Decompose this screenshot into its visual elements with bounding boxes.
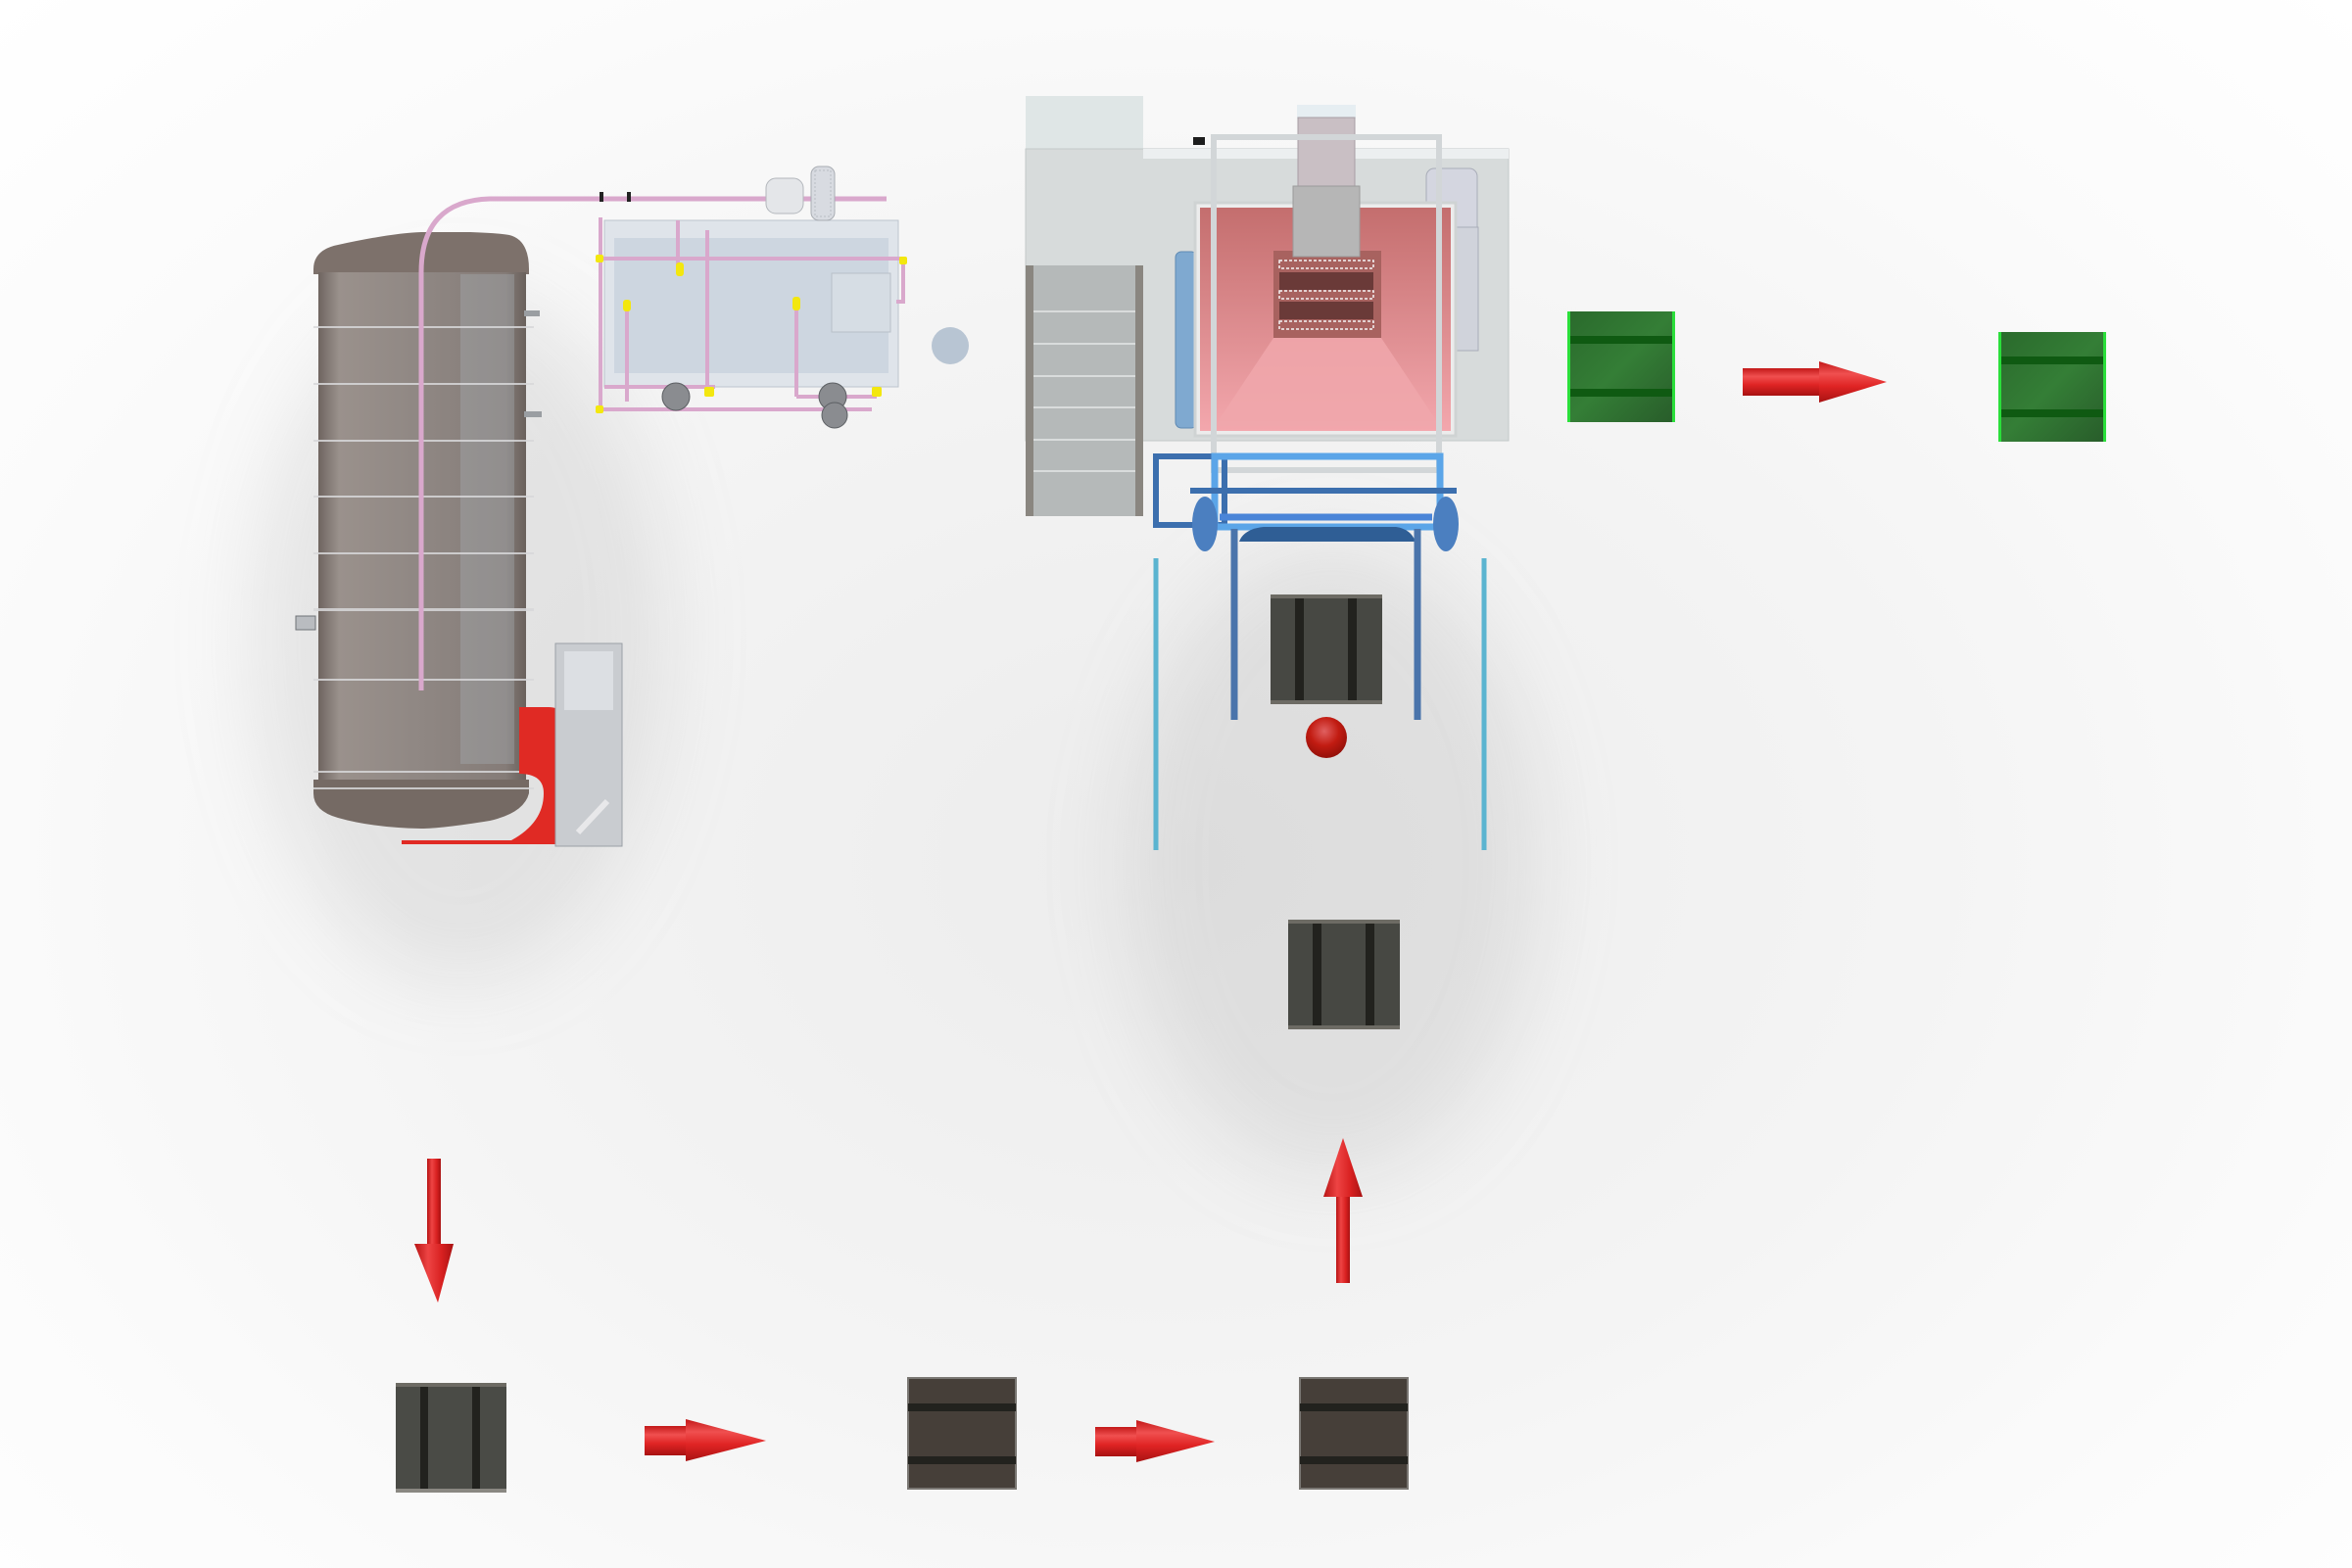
gearbox-right xyxy=(1456,226,1479,352)
pallet-dark xyxy=(1288,920,1400,1029)
black-probe xyxy=(600,192,603,202)
tank-nozzle xyxy=(524,411,542,417)
blower-fan-ribs xyxy=(814,169,832,217)
pump-valves xyxy=(661,382,848,429)
red-stand xyxy=(402,707,566,844)
red-indicator-light xyxy=(1306,717,1347,758)
chamber-floor xyxy=(1215,338,1440,426)
black-probe xyxy=(627,192,631,202)
pipe-fittings xyxy=(596,255,907,413)
arrow-head xyxy=(414,1244,454,1303)
press-column xyxy=(1297,117,1356,187)
tank-nozzle xyxy=(524,310,540,316)
cart-wheel-right xyxy=(1433,497,1459,551)
arrow-shaft xyxy=(1336,1195,1350,1283)
arrow-up xyxy=(1323,1138,1363,1283)
shredder-blades xyxy=(1278,260,1374,330)
pallet-dark xyxy=(396,1383,506,1493)
cart-frame xyxy=(1153,452,1459,720)
arrow-head xyxy=(1819,361,1887,403)
blower-motor xyxy=(765,177,804,214)
motor-link xyxy=(575,798,610,835)
arrow-shaft xyxy=(1743,368,1821,396)
arrow-shaft xyxy=(645,1426,688,1455)
arrow-right xyxy=(1095,1420,1215,1462)
pallet-green xyxy=(1998,332,2106,442)
motor-fins xyxy=(564,651,613,710)
transfer-pipe xyxy=(418,196,887,690)
cart-wheel-left xyxy=(1192,497,1218,551)
overhead-frame xyxy=(1211,134,1442,473)
washing-pipes xyxy=(599,217,905,411)
arrow-right xyxy=(1743,361,1887,403)
press-head xyxy=(1297,105,1356,119)
cart-tray xyxy=(1239,527,1416,542)
gray-indicator-dot xyxy=(932,327,969,364)
tank-bracket xyxy=(295,615,316,631)
arrow-head xyxy=(1323,1138,1363,1197)
press-box xyxy=(1292,185,1361,258)
pallet-green xyxy=(1567,311,1675,422)
tank-bottom-dome xyxy=(313,780,529,829)
arrow-down xyxy=(414,1159,454,1303)
blower xyxy=(765,166,836,221)
stairs xyxy=(1026,265,1143,516)
black-sensor xyxy=(1193,137,1205,145)
chamber-back-wall xyxy=(1273,251,1381,338)
pressure-tank xyxy=(295,232,623,847)
blower-fan xyxy=(810,166,836,221)
pallet-brown xyxy=(1299,1377,1409,1490)
stair-platform xyxy=(1026,96,1143,153)
arrow-head xyxy=(1136,1420,1215,1462)
pallet-brown xyxy=(907,1377,1017,1490)
arrow-head xyxy=(686,1419,766,1461)
shredder-station xyxy=(1025,96,1510,516)
tank-inner-tube xyxy=(460,274,514,764)
arrow-shaft xyxy=(1095,1427,1138,1456)
arrow-right xyxy=(645,1419,766,1461)
arrow-shaft xyxy=(427,1159,441,1247)
washing-tank xyxy=(596,192,907,429)
control-box xyxy=(831,272,891,333)
pallet-dark xyxy=(1271,594,1382,704)
